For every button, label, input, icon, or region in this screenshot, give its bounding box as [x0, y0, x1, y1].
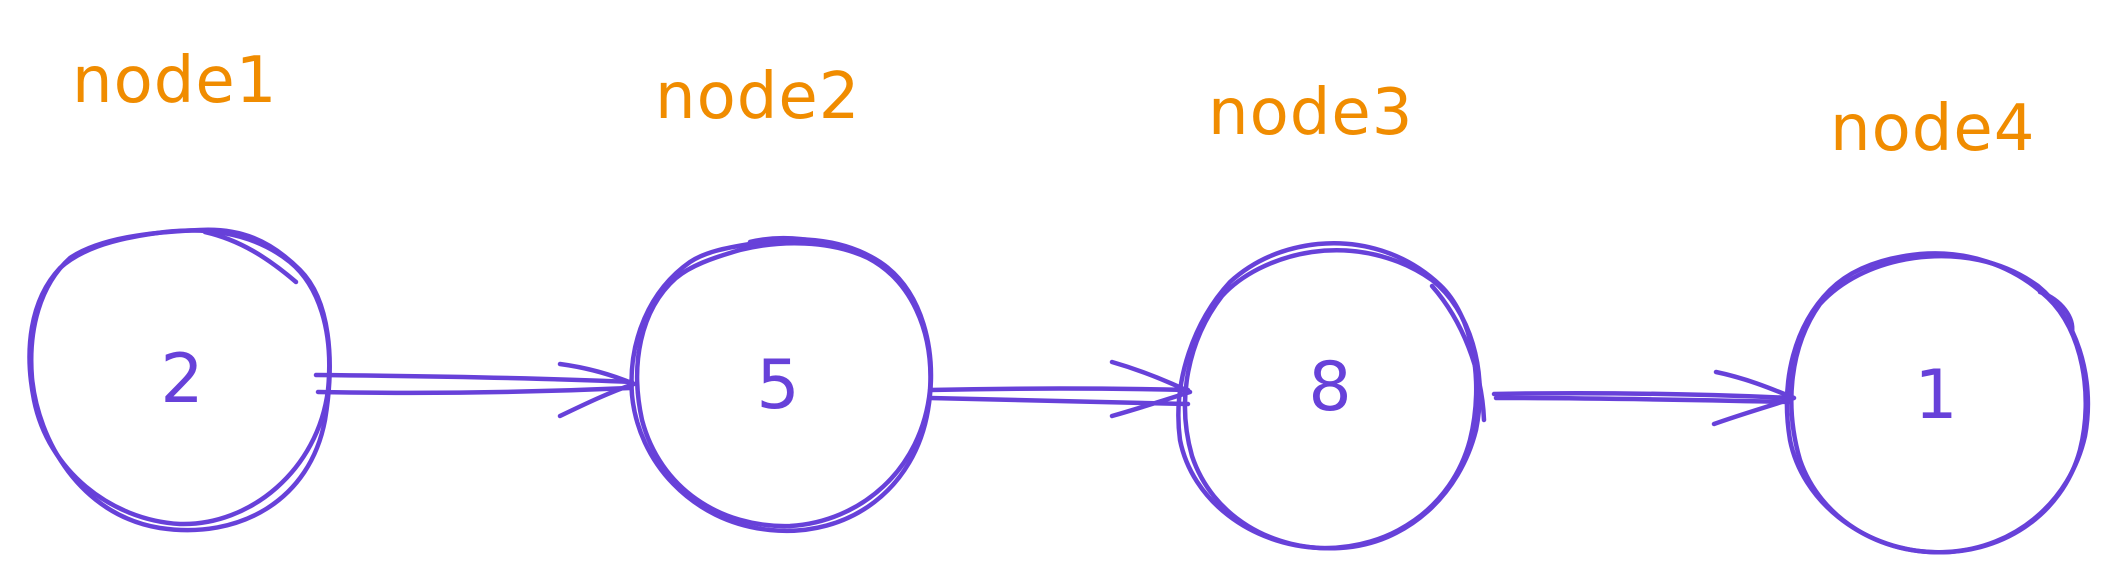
node-circle [202, 229, 299, 285]
next-pointer-arrow [1491, 369, 1797, 427]
arrow-shaft [927, 386, 1191, 393]
node-circle [1182, 248, 1482, 551]
node-value: 2 [160, 340, 203, 419]
list-node: node2 5 [629, 60, 934, 534]
node-label: node4 [1830, 92, 2035, 166]
node-value: 8 [1308, 348, 1351, 427]
node-circle [27, 228, 332, 527]
arrow-shaft [313, 372, 635, 385]
arrow-shaft [1491, 390, 1795, 401]
node-value: 5 [756, 346, 799, 425]
node-circle [1789, 253, 2091, 555]
node-label: node3 [1208, 76, 1413, 150]
arrow-head [1109, 359, 1193, 419]
node-circle [2037, 289, 2075, 335]
list-node: node1 2 [27, 44, 332, 533]
list-node: node3 8 [1176, 76, 1487, 551]
node-circle [1429, 283, 1487, 423]
list-node: node4 1 [1784, 92, 2091, 555]
arrow-head [1711, 369, 1797, 427]
node-circle [635, 241, 933, 529]
node-value: 1 [1914, 356, 1957, 435]
next-pointer-arrow [927, 359, 1193, 419]
node-circle [747, 235, 823, 245]
next-pointer-arrow [313, 361, 637, 419]
arrow-shaft [315, 385, 633, 396]
node-label: node1 [72, 44, 277, 118]
node-label: node2 [655, 60, 860, 134]
arrow-head [557, 361, 637, 419]
arrow-shaft [1493, 395, 1793, 405]
